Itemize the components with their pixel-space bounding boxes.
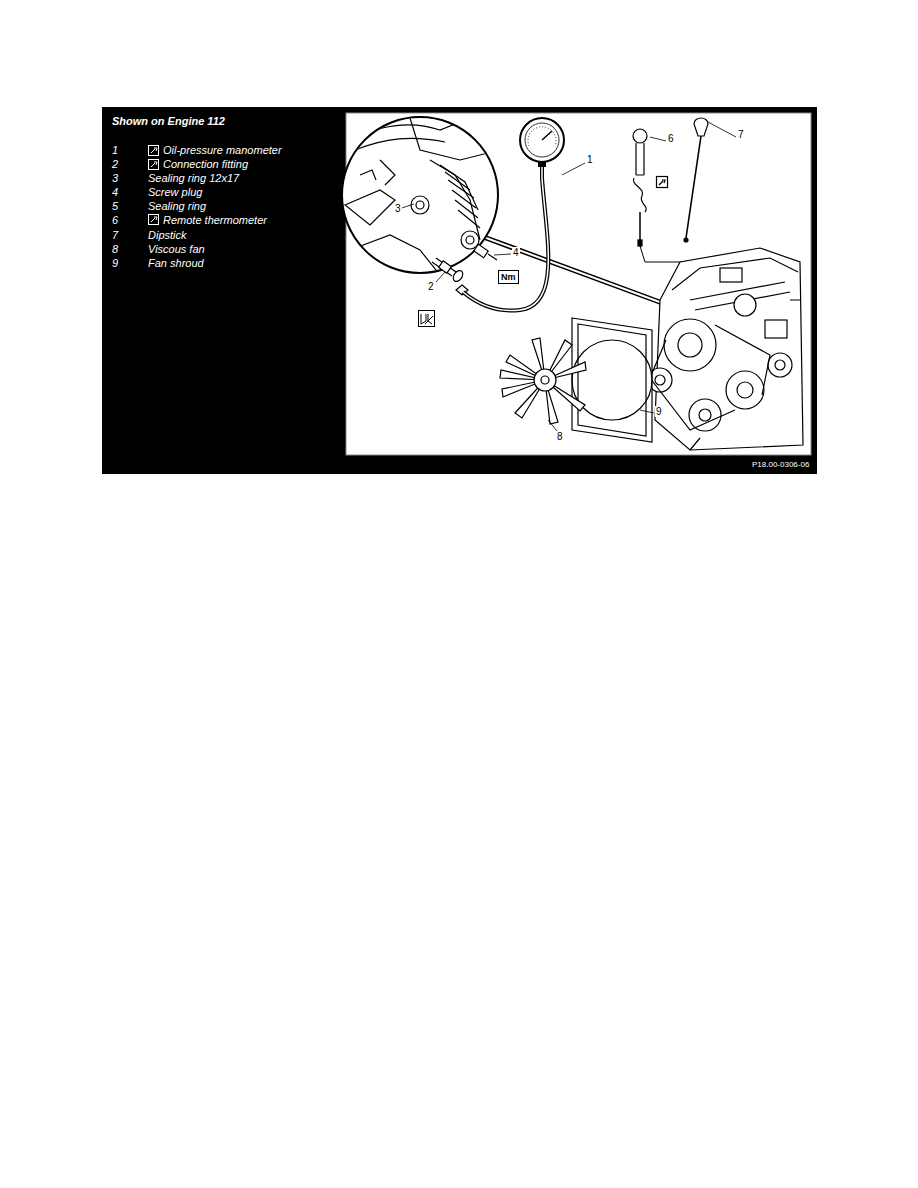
legend-number: 8: [112, 243, 118, 255]
legend-number: 7: [112, 229, 118, 241]
callout-number: 6: [667, 133, 675, 144]
figure-title: Shown on Engine 112: [112, 115, 225, 127]
callout-number: 1: [586, 154, 594, 165]
fitting-parts: [432, 244, 497, 295]
callout-number: 4: [512, 247, 520, 258]
part-name: Remote thermometer: [163, 214, 267, 226]
torque-symbol: Nm: [498, 270, 519, 284]
part-name: Connection fitting: [163, 158, 248, 170]
callout-number: 7: [737, 129, 745, 140]
engine-block: [648, 248, 803, 450]
legend-number: 5: [112, 200, 118, 212]
part-name: Oil-pressure manometer: [163, 144, 282, 156]
dipstick: [684, 118, 708, 242]
part-name: Screw plug: [148, 186, 202, 198]
magnified-detail: [342, 117, 500, 275]
fan-shroud: [572, 318, 652, 442]
leader-line: [402, 122, 736, 431]
callout-number: 9: [655, 406, 663, 417]
part-name: Viscous fan: [148, 243, 205, 255]
legend-number: 1: [112, 144, 118, 156]
legend-number: 2: [112, 158, 118, 170]
manual-symbol: [419, 311, 435, 327]
figure-code: P18.00-0306-06: [752, 460, 809, 469]
callout-number: 8: [556, 431, 564, 442]
legend-number: 3: [112, 172, 118, 184]
remote-thermometer: [633, 129, 705, 275]
oil-pressure-manometer: [463, 118, 564, 311]
callout-number: 3: [394, 203, 402, 214]
detail-leader: [470, 232, 665, 304]
part-name: Fan shroud: [148, 257, 204, 269]
part-name: Sealing ring 12x17: [148, 172, 239, 184]
part-name: Dipstick: [148, 229, 187, 241]
tool-icon: [149, 146, 159, 225]
legend-number: 6: [112, 214, 118, 226]
legend-number: 4: [112, 186, 118, 198]
viscous-fan: [500, 338, 586, 424]
part-name: Sealing ring: [148, 200, 206, 212]
legend-number: 9: [112, 257, 118, 269]
callout-number: 2: [427, 281, 435, 292]
dark-panel: [102, 107, 817, 474]
